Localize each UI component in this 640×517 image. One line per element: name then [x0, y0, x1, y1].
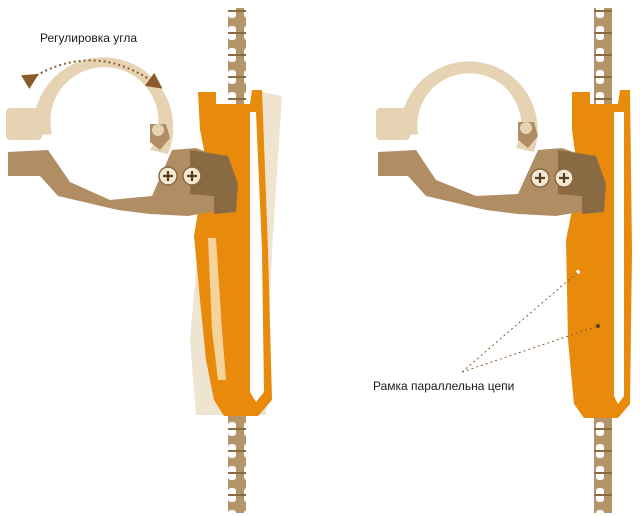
screw-icon [530, 168, 550, 188]
angle-adjustment-label: Регулировка угла [40, 31, 138, 45]
cage-right-slot [614, 112, 624, 404]
screw-icon [158, 166, 178, 186]
screw-icon [554, 168, 574, 188]
cage-left-slot [250, 112, 264, 402]
body-left-dark [190, 150, 238, 214]
curved-double-arrow-icon [21, 59, 163, 89]
right-derailleur [376, 8, 632, 513]
cage-left-inner-slot [208, 238, 226, 380]
left-derailleur [6, 8, 282, 513]
leader-line [461, 325, 599, 373]
clamp-left [6, 57, 174, 154]
body-right-dark [558, 150, 606, 214]
leader-line [461, 271, 579, 373]
pivot-right [520, 122, 532, 134]
pointer-dot [596, 324, 600, 328]
frame-parallel-label: Рамка параллельна цепи [373, 379, 515, 393]
screw-icon [182, 166, 202, 186]
clamp-right [376, 61, 538, 152]
body-right [378, 148, 604, 216]
body-left [8, 148, 236, 216]
pivot-left [152, 124, 164, 136]
